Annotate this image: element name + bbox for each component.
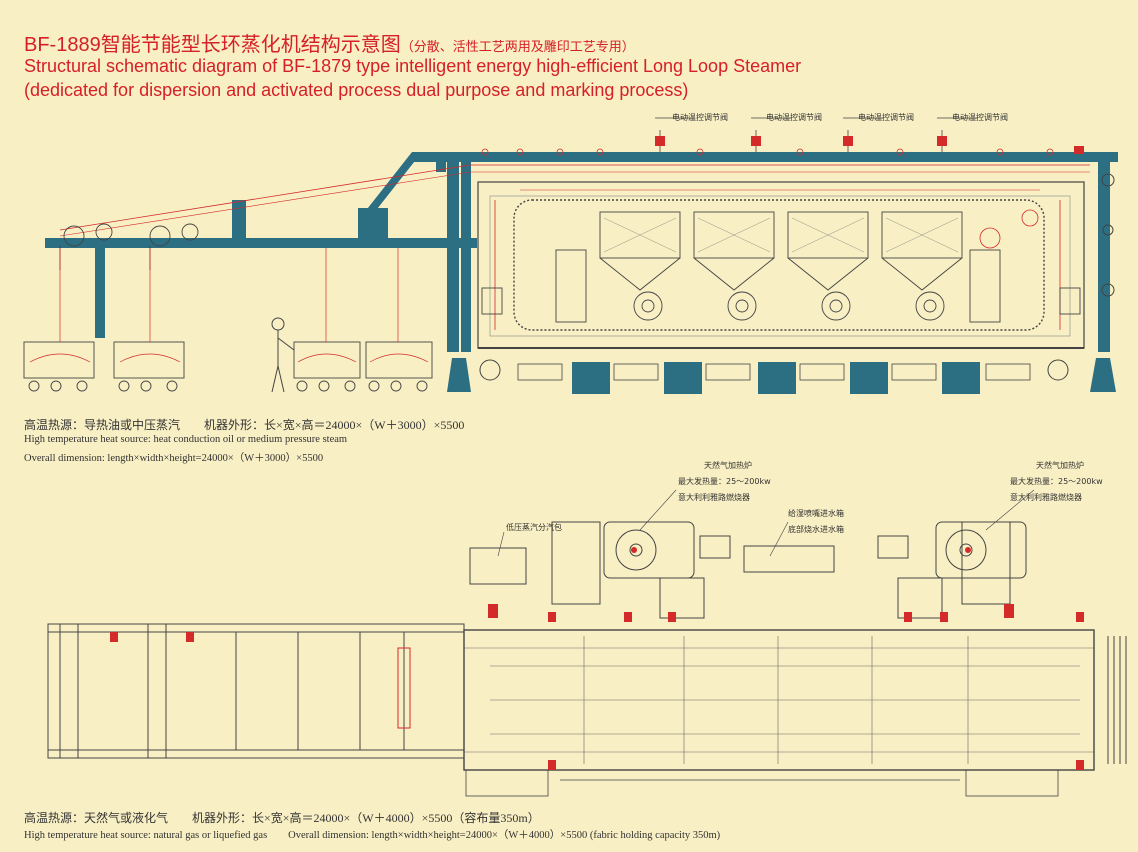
spec-en-section2: High temperature heat source: natural ga… [24, 830, 721, 841]
water-tank-label-1: 给湿喷嘴进水箱 [788, 508, 844, 518]
steam-header-label: 低压蒸汽分汽包 [506, 522, 562, 532]
title-cn-note: （分散、活性工艺两用及雕印工艺专用） [400, 39, 635, 54]
burner-left-label-3: 意大利利雅路燃烧器 [678, 492, 750, 502]
valve-label-4: 电动温控调节阀 [952, 112, 1008, 122]
valve-label-2: 电动温控调节阀 [766, 112, 822, 122]
valve-label-1: 电动温控调节阀 [672, 112, 728, 122]
burner-right-label-1: 天然气加热炉 [1036, 460, 1084, 470]
burner-right-label-2: 最大发热量：25～200kw [1010, 476, 1103, 486]
burner-left-label-1: 天然气加热炉 [704, 460, 752, 470]
valve-label-3: 电动温控调节阀 [858, 112, 914, 122]
spec-en-heat-source-section1: High temperature heat source: heat condu… [24, 434, 348, 445]
title-chinese: BF-1889智能节能型长环蒸化机结构示意图（分散、活性工艺两用及雕印工艺专用） [24, 28, 635, 57]
burner-right-label-3: 意大利利雅路燃烧器 [1010, 492, 1082, 502]
spec-en-dimension-section1: Overall dimension: length×width×height=2… [24, 453, 324, 464]
title-english-line1: Structural schematic diagram of BF-1879 … [24, 56, 802, 76]
title-english-line2: (dedicated for dispersion and activated … [24, 80, 689, 100]
title-cn-main: BF-1889智能节能型长环蒸化机结构示意图 [24, 34, 401, 56]
spec-cn-section2: 高温热源：天然气或液化气 机器外形：长×宽×高＝24000×（W＋4000）×5… [24, 811, 540, 825]
water-tank-label-2: 底部烧水进水箱 [788, 524, 844, 534]
steamer-elevation [23, 117, 1118, 394]
burner-left-label-2: 最大发热量：25～200kw [678, 476, 771, 486]
spec-cn-section1: 高温热源：导热油或中压蒸汽 机器外形：长×宽×高＝24000×（W＋3000）×… [24, 418, 465, 432]
steamer-plan-view [47, 489, 1127, 797]
